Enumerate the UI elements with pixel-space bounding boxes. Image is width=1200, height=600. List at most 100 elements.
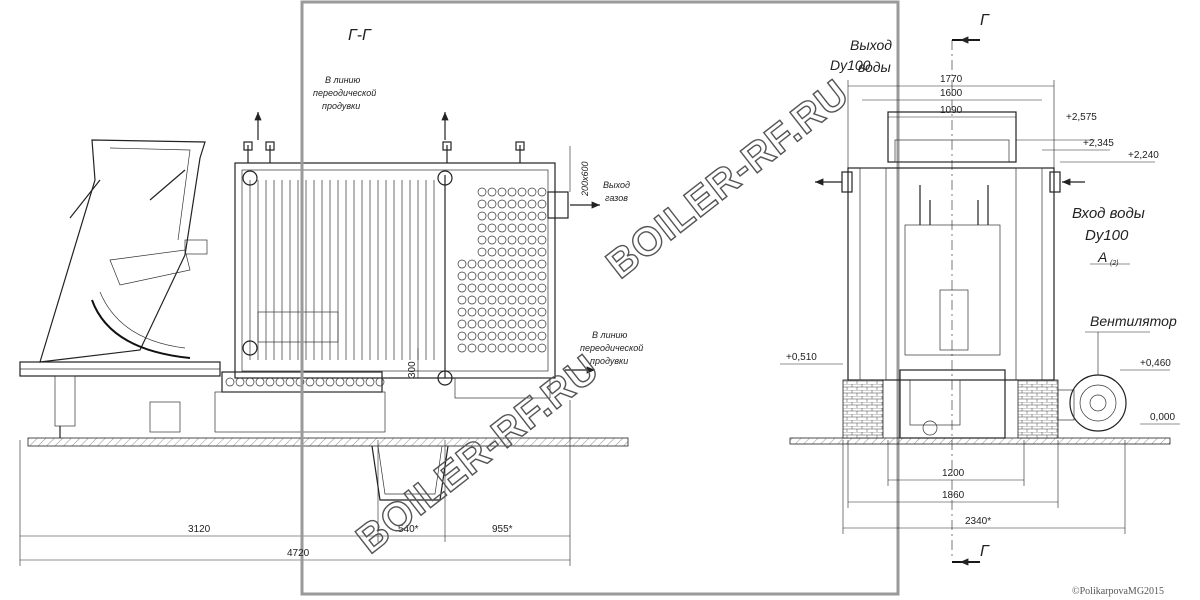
cut-marker-top: Г bbox=[980, 12, 990, 29]
drum-tube bbox=[315, 377, 325, 387]
dim-300: 300 bbox=[407, 361, 418, 378]
elev-2240: +2,240 bbox=[1128, 150, 1159, 161]
tube-circle bbox=[487, 331, 497, 341]
drum-tube bbox=[375, 377, 385, 387]
tube-circle bbox=[497, 187, 507, 197]
tube-circle bbox=[507, 211, 517, 221]
dim-1770: 1770 bbox=[940, 74, 963, 85]
tube-circle bbox=[487, 199, 497, 209]
tube-circle bbox=[457, 319, 467, 329]
section-label: Г-Г bbox=[348, 27, 372, 44]
tube-circle bbox=[497, 247, 507, 257]
tube-circle bbox=[507, 295, 517, 305]
tube-circle bbox=[467, 259, 477, 269]
tube-circle bbox=[527, 235, 537, 245]
gas-outlet-line2: газов bbox=[605, 193, 628, 203]
tube-circle bbox=[477, 271, 487, 281]
drum-tube bbox=[345, 377, 355, 387]
water-inlet-line1: Вход воды bbox=[1072, 205, 1145, 222]
tube-circle bbox=[497, 295, 507, 305]
tube-circle bbox=[457, 283, 467, 293]
tube-circle bbox=[517, 343, 527, 353]
tube-circle bbox=[477, 295, 487, 305]
tube-circle bbox=[517, 235, 527, 245]
side-dimensions bbox=[19, 348, 571, 566]
front-view bbox=[780, 36, 1180, 566]
tube-circle bbox=[467, 271, 477, 281]
tube-circle bbox=[477, 307, 487, 317]
tube-circle bbox=[467, 319, 477, 329]
fan-label: Вентилятор bbox=[1090, 313, 1177, 329]
water-outlet-dn: Dy100 bbox=[830, 57, 871, 73]
tube-circle bbox=[497, 331, 507, 341]
tube-circle bbox=[537, 235, 547, 245]
tube-circle bbox=[537, 247, 547, 257]
dim-1860: 1860 bbox=[942, 490, 965, 501]
elev-0510: +0,510 bbox=[786, 352, 817, 363]
dim-1600: 1600 bbox=[940, 88, 963, 99]
tube-circle bbox=[517, 199, 527, 209]
drum-tube bbox=[235, 377, 245, 387]
tube-circle bbox=[457, 343, 467, 353]
tube-circle bbox=[487, 319, 497, 329]
tube-circle bbox=[467, 283, 477, 293]
purge-top-line1: В линию bbox=[325, 75, 361, 85]
drum-tube bbox=[225, 377, 235, 387]
tube-circle bbox=[487, 235, 497, 245]
tube-circle bbox=[527, 247, 537, 257]
tube-circle bbox=[537, 187, 547, 197]
elev-0000: 0,000 bbox=[1150, 412, 1175, 423]
tube-circle bbox=[527, 343, 537, 353]
tube-circle bbox=[457, 331, 467, 341]
drum-tube bbox=[325, 377, 335, 387]
tube-circle bbox=[497, 259, 507, 269]
dim-1200: 1200 bbox=[942, 468, 965, 479]
tube-circle bbox=[537, 211, 547, 221]
tube-circle bbox=[487, 211, 497, 221]
purge-bottom-line2: переодической bbox=[580, 343, 643, 353]
fuel-hopper bbox=[39, 139, 206, 363]
tube-circle bbox=[487, 295, 497, 305]
watermark-lower: BOILER-RF.RU bbox=[348, 346, 607, 562]
water-outlet-line1: Выход bbox=[850, 37, 892, 53]
elev-0460: +0,460 bbox=[1140, 358, 1171, 369]
tube-circle bbox=[517, 307, 527, 317]
tube-circle bbox=[497, 199, 507, 209]
boiler-front-body bbox=[847, 167, 1055, 381]
water-inlet-dn: Dy100 bbox=[1085, 227, 1129, 244]
tube-circle bbox=[527, 259, 537, 269]
tube-circle bbox=[517, 259, 527, 269]
fan bbox=[1057, 374, 1127, 432]
dim-1090: 1090 bbox=[940, 105, 963, 116]
tube-circle bbox=[507, 247, 517, 257]
top-valves bbox=[243, 141, 525, 163]
elev-2345: +2,345 bbox=[1083, 138, 1114, 149]
tube-circle bbox=[507, 223, 517, 233]
drum-tube bbox=[335, 377, 345, 387]
tube-circle bbox=[467, 307, 477, 317]
tube-circle bbox=[507, 271, 517, 281]
tube-circle bbox=[457, 259, 467, 269]
tube-circle bbox=[527, 307, 537, 317]
ash-pit bbox=[371, 445, 449, 501]
drum-tube bbox=[265, 377, 275, 387]
tube-circle bbox=[497, 343, 507, 353]
tube-circle bbox=[517, 319, 527, 329]
tube-circle bbox=[487, 343, 497, 353]
front-dimensions bbox=[780, 80, 1180, 534]
tube-circle bbox=[527, 187, 537, 197]
tube-circle bbox=[487, 283, 497, 293]
tube-circle bbox=[517, 187, 527, 197]
tube-circle bbox=[487, 187, 497, 197]
tube-circle bbox=[517, 295, 527, 305]
view-a-label: А bbox=[1097, 249, 1107, 265]
tube-circle bbox=[497, 283, 507, 293]
purge-bottom-line3: продувки bbox=[590, 356, 628, 366]
tube-circle bbox=[537, 331, 547, 341]
drum-tube bbox=[305, 377, 315, 387]
tube-circle bbox=[527, 199, 537, 209]
tube-circle bbox=[467, 331, 477, 341]
purge-top-line2: переодической bbox=[313, 88, 376, 98]
tube-circle bbox=[457, 307, 467, 317]
